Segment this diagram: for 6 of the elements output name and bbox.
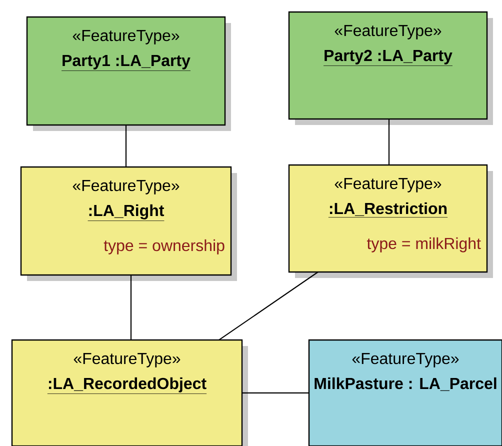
class-box: «FeatureType» :LA_RecordedObject	[11, 339, 248, 446]
class-box: «FeatureType» :LA_Restriction type = milkRight	[288, 164, 493, 278]
class-box: «FeatureType» MilkPasture : LA_Parcel	[308, 339, 502, 446]
class-box: «FeatureType» Party1 :LA_Party	[26, 16, 231, 131]
class-box: «FeatureType» :LA_Right type = ownership	[20, 166, 237, 281]
class-box: «FeatureType» Party2 :LA_Party	[288, 11, 493, 125]
